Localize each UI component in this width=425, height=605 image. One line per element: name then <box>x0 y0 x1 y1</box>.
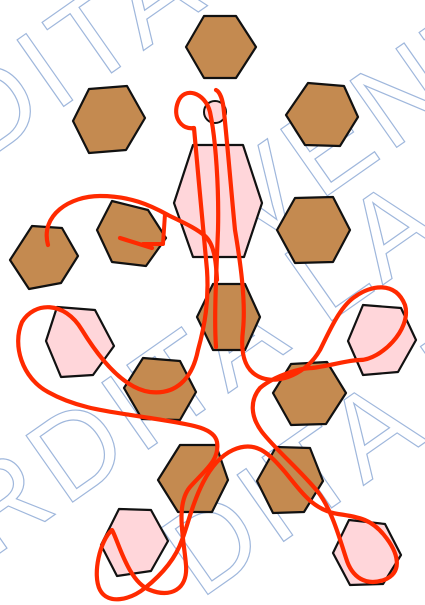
brown-hexagon <box>10 226 78 289</box>
